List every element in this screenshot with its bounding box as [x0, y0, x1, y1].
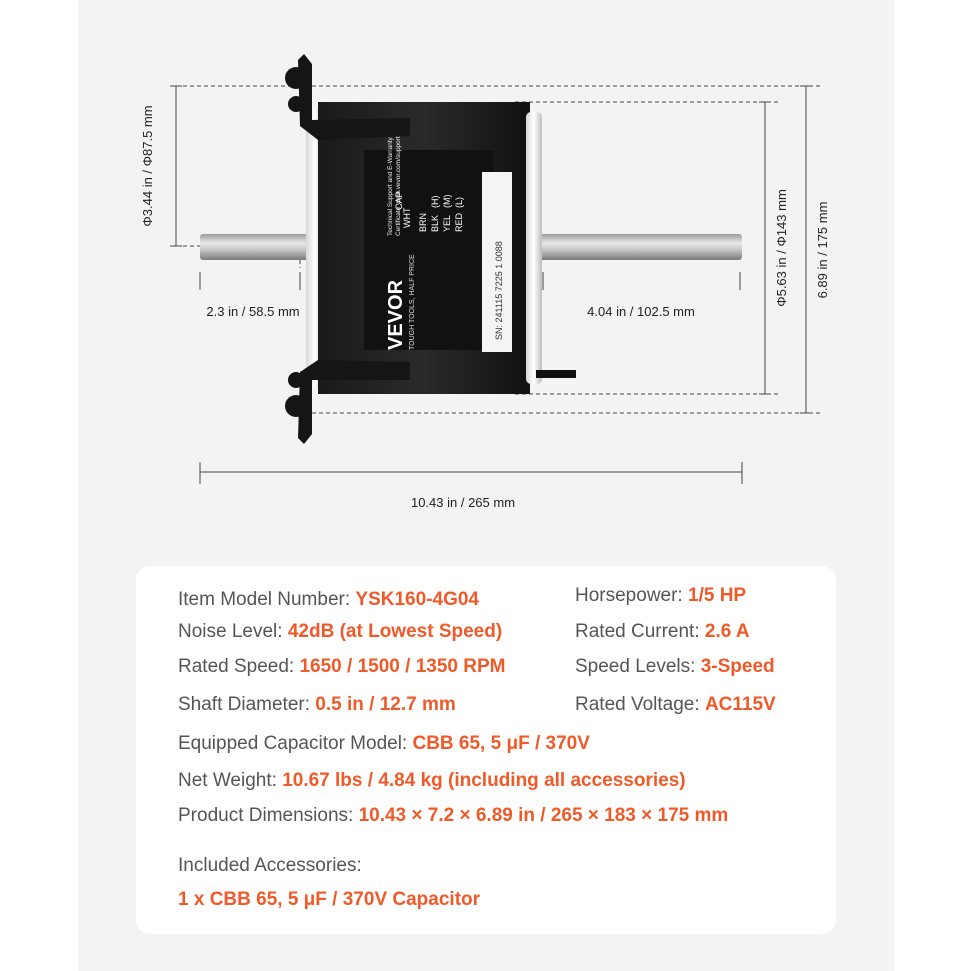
spec-value: 1 x CBB 65, 5 μF / 370V Capacitor	[178, 889, 481, 910]
spec-shaft: Shaft Diameter: 0.5 in / 12.7 mm	[178, 694, 456, 716]
top-mounting-bracket	[285, 54, 410, 140]
wire-m: (M)	[442, 195, 452, 209]
accessories-item: 1 x CBB 65, 5 μF / 370V Capacitor	[178, 889, 480, 911]
spec-value: AC115V	[704, 694, 776, 715]
wire-brn: BRN	[418, 213, 428, 232]
spec-value: 1650 / 1500 / 1350 RPM	[299, 656, 506, 677]
spec-weight: Net Weight: 10.67 lbs / 4.84 kg (includi…	[178, 770, 686, 792]
spec-noise: Noise Level: 42dB (at Lowest Speed)	[178, 621, 502, 643]
spec-label: Noise Level:	[178, 621, 288, 642]
spec-label: Shaft Diameter:	[178, 694, 316, 715]
brand-tagline: TOUGH TOOLS, HALF PRICE	[409, 254, 416, 350]
bottom-mounting-bracket	[285, 360, 410, 444]
wire-hi: (H)	[430, 196, 440, 209]
spec-speed-levels: Speed Levels: 3-Speed	[575, 656, 775, 678]
right-shaft-dimension-line	[542, 272, 741, 290]
spec-value: 10.67 lbs / 4.84 kg (including all acces…	[282, 770, 686, 791]
height-dimension-line	[800, 85, 812, 414]
motor-label-sticker: VEVOR TOUGH TOOLS, HALF PRICE Technical …	[364, 136, 512, 352]
motor-dimension-diagram: VEVOR TOUGH TOOLS, HALF PRICE Technical …	[140, 54, 830, 510]
spec-value: 0.5 in / 12.7 mm	[315, 694, 456, 715]
spec-label: Rated Voltage:	[575, 694, 705, 715]
spec-label: Equipped Capacitor Model:	[178, 733, 413, 754]
wire-l: (L)	[454, 197, 464, 208]
left-shaft-label: 2.3 in / 58.5 mm	[206, 304, 299, 319]
brand-logo: VEVOR	[385, 279, 407, 350]
accessories-heading: Included Accessories:	[178, 855, 362, 877]
spec-label: Speed Levels:	[575, 656, 701, 677]
flange-diameter-label: Φ3.44 in / Φ87.5 mm	[140, 105, 155, 226]
right-end-cap	[526, 112, 542, 384]
wire-blk: BLK	[430, 215, 440, 232]
length-dimension-line	[199, 462, 743, 484]
spec-label: Product Dimensions:	[178, 805, 359, 826]
support-line-1: Technical Support and E-Warranty	[387, 136, 394, 236]
spec-value: 42dB (at Lowest Speed)	[287, 621, 503, 642]
spec-label: Item Model Number:	[178, 589, 356, 610]
spec-value: 2.6 A	[704, 621, 750, 642]
spec-model: Item Model Number: YSK160-4G04	[178, 589, 479, 611]
flange-dimension-line	[170, 85, 305, 247]
support-line-2: Certificate www.vevor.com/support	[395, 136, 402, 236]
spec-value: 1/5 HP	[688, 585, 747, 606]
right-shaft-label: 4.04 in / 102.5 mm	[587, 304, 695, 319]
spec-label: Horsepower:	[575, 585, 688, 606]
spec-card	[136, 566, 836, 934]
overall-height-label: 6.89 in / 175 mm	[815, 202, 830, 299]
spec-capacitor: Equipped Capacitor Model: CBB 65, 5 μF /…	[178, 733, 590, 755]
overall-length-label: 10.43 in / 265 mm	[411, 495, 515, 510]
wire-cap: CAP	[394, 191, 404, 210]
left-shaft-dimension-line	[199, 272, 301, 290]
spec-label: Included Accessories:	[178, 855, 362, 876]
wire-yel: YEL	[442, 215, 452, 232]
spec-label: Net Weight:	[178, 770, 283, 791]
spec-value: YSK160-4G04	[355, 589, 479, 610]
left-shaft	[200, 234, 310, 260]
spec-dimensions: Product Dimensions: 10.43 × 7.2 × 6.89 i…	[178, 805, 728, 827]
spec-value: CBB 65, 5 μF / 370V	[412, 733, 590, 754]
serial-number: SN: 241115 7225 1 0088	[494, 241, 504, 340]
body-diameter-label: Φ5.63 in / Φ143 mm	[774, 189, 789, 307]
spec-horsepower: Horsepower: 1/5 HP	[575, 585, 746, 607]
right-shaft	[530, 234, 742, 260]
spec-value: 3-Speed	[700, 656, 775, 677]
wire-red: RED	[454, 212, 464, 232]
spec-current: Rated Current: 2.6 A	[575, 621, 750, 643]
spec-speed: Rated Speed: 1650 / 1500 / 1350 RPM	[178, 656, 505, 678]
spec-voltage: Rated Voltage: AC115V	[575, 694, 776, 716]
spec-label: Rated Current:	[575, 621, 705, 642]
spec-label: Rated Speed:	[178, 656, 300, 677]
wire-wht: WHT	[402, 207, 412, 228]
spec-value: 10.43 × 7.2 × 6.89 in / 265 × 183 × 175 …	[358, 805, 729, 826]
body-diameter-dimension-line	[759, 101, 771, 395]
wire-outlet	[536, 370, 576, 378]
